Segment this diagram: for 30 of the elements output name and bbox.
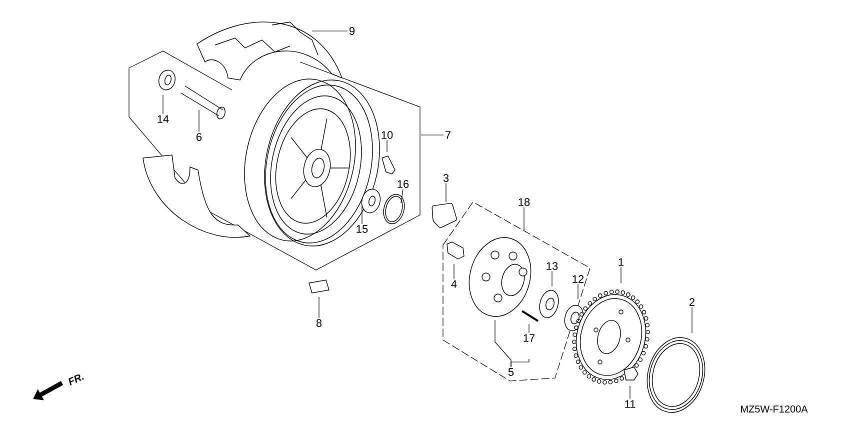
leader-line <box>510 358 530 368</box>
callout-number: 17 <box>524 334 535 342</box>
leader-line <box>400 188 404 204</box>
leader-line <box>620 266 622 284</box>
callout-number: 2 <box>690 298 695 306</box>
leader-line <box>318 296 320 318</box>
callout-number: 8 <box>316 319 322 327</box>
callout-number: 11 <box>625 400 636 408</box>
callout-number: 9 <box>349 27 355 35</box>
leader-line <box>420 134 444 136</box>
callout-number: 13 <box>546 262 558 270</box>
callout-number: 15 <box>356 225 368 233</box>
callout-number: 4 <box>451 280 457 288</box>
leader-line <box>528 324 530 334</box>
callout-number: 5 <box>508 368 514 376</box>
callout-number: 18 <box>518 198 530 206</box>
callout-number: 7 <box>446 131 451 139</box>
leader-line <box>198 110 200 132</box>
callout-number: 14 <box>158 115 169 123</box>
leader-line <box>386 140 388 152</box>
leader-line <box>162 94 164 114</box>
callout-number: 3 <box>443 174 449 182</box>
callout-number: 16 <box>398 180 409 188</box>
leader-line <box>312 30 348 32</box>
figure-code: MZ5W-F1200A <box>741 405 808 413</box>
callout-number: 6 <box>196 133 202 141</box>
direction-label: FR. <box>68 374 84 386</box>
callout-number: 10 <box>382 131 393 139</box>
callout-number: 1 <box>618 258 624 266</box>
callout-number: 12 <box>572 275 584 283</box>
